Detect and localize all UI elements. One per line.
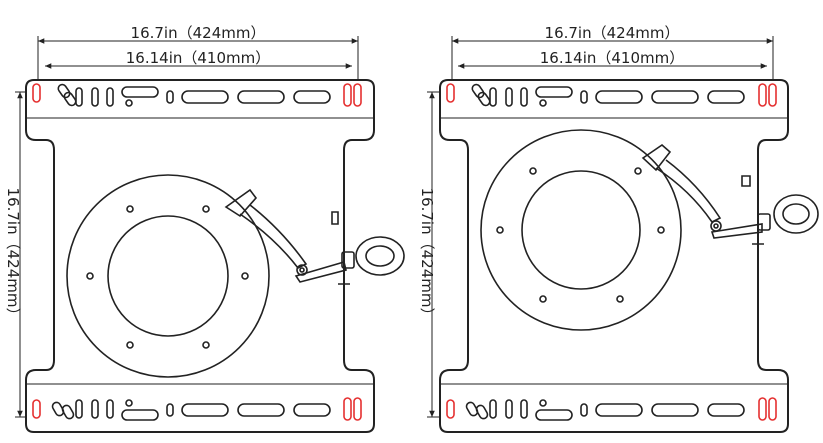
right-release-lever bbox=[641, 143, 771, 245]
left-release-lever bbox=[224, 188, 355, 285]
left-plate-outline bbox=[25, 79, 375, 433]
left-top-rail-slots bbox=[32, 83, 362, 107]
left-vertical-dimension-label: 16.7in（424mm） bbox=[4, 188, 22, 323]
left-vertical-dimension: 16.7in（424mm） bbox=[4, 91, 32, 418]
right-inner-dimension-label: 16.14in（410mm） bbox=[540, 49, 684, 67]
right-outer-dimension: 16.7in（424mm） bbox=[451, 24, 774, 88]
right-plate-outline bbox=[439, 79, 789, 433]
right-inner-dimension: 16.14in（410mm） bbox=[458, 49, 767, 69]
left-inner-dimension-label: 16.14in（410mm） bbox=[126, 49, 270, 67]
right-top-rail-slots bbox=[446, 83, 777, 107]
right-swivel-plate: 16.7in（424mm） 16.14in（410mm） 16.7in（424m… bbox=[418, 24, 819, 433]
left-swivel-plate: 16.7in（424mm） 16.14in（410mm） 16.7in（424m… bbox=[4, 24, 405, 433]
right-vertical-dimension-label: 16.7in（424mm） bbox=[418, 188, 436, 323]
right-pull-handle bbox=[773, 194, 819, 234]
left-inner-dimension: 16.14in（410mm） bbox=[45, 49, 352, 69]
left-outer-dimension-label: 16.7in（424mm） bbox=[131, 24, 266, 42]
right-turntable bbox=[480, 129, 682, 331]
right-bottom-rail-slots bbox=[446, 397, 777, 421]
left-bottom-rail-slots bbox=[32, 397, 362, 421]
left-outer-dimension: 16.7in（424mm） bbox=[37, 24, 359, 88]
right-outer-dimension-label: 16.7in（424mm） bbox=[545, 24, 680, 42]
left-pull-handle bbox=[355, 236, 405, 276]
left-turntable bbox=[66, 174, 270, 378]
right-vertical-dimension: 16.7in（424mm） bbox=[418, 91, 444, 418]
